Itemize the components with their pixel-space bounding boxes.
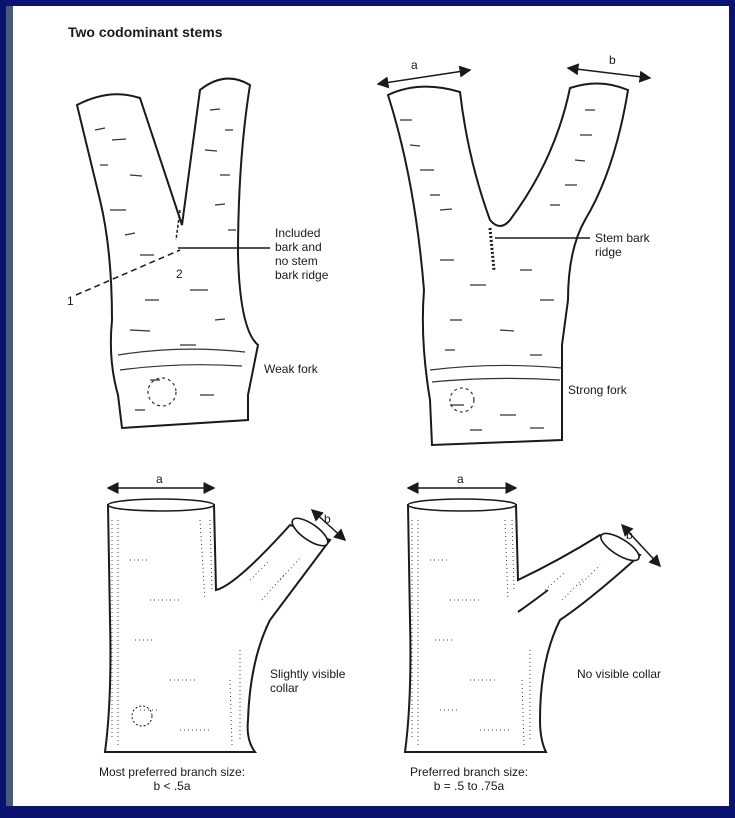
slightly-visible-collar-drawing — [105, 488, 345, 752]
no-collar-width-b: b — [626, 528, 633, 542]
no-collar-width-a: a — [457, 472, 464, 486]
most-preferred-caption: Most preferred branch size: b < .5a — [52, 765, 292, 793]
weak-fork-marker-2: 2 — [176, 267, 183, 281]
strong-fork-annotation: Stem bark ridge — [595, 231, 650, 259]
weak-fork-drawing — [76, 79, 270, 428]
strong-fork-width-a: a — [411, 58, 418, 72]
collar-width-b: b — [324, 512, 331, 526]
figure-title: Two codominant stems — [68, 24, 223, 40]
strong-fork-width-b: b — [609, 53, 616, 67]
slightly-visible-collar-annotation: Slightly visible collar — [270, 667, 345, 695]
weak-fork-marker-1: 1 — [67, 294, 74, 308]
weak-fork-caption: Weak fork — [264, 362, 318, 376]
preferred-caption: Preferred branch size: b = .5 to .75a — [359, 765, 579, 793]
no-visible-collar-annotation: No visible collar — [577, 667, 661, 681]
collar-width-a: a — [156, 472, 163, 486]
weak-fork-annotation: Included bark and no stem bark ridge — [275, 226, 328, 282]
strong-fork-caption: Strong fork — [568, 383, 627, 397]
no-visible-collar-drawing — [405, 488, 660, 752]
